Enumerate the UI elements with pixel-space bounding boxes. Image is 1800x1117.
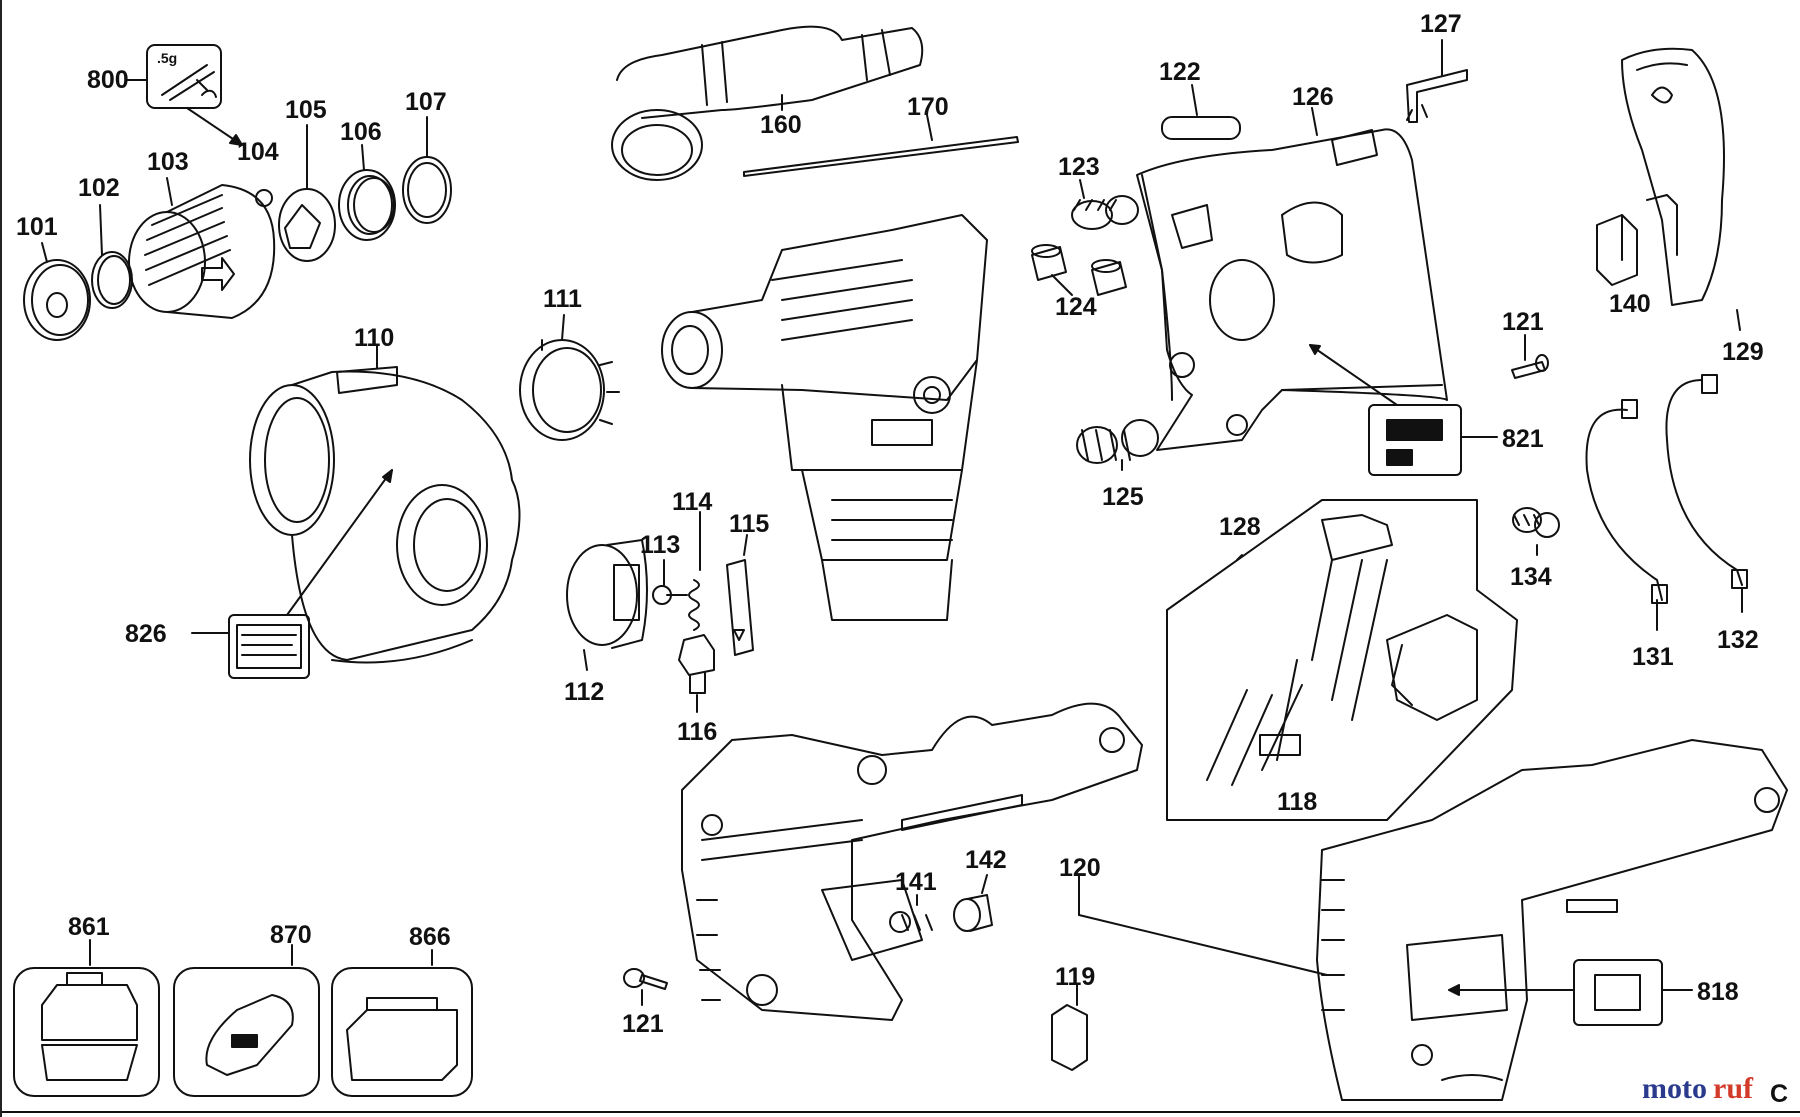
part-141-spring [889,894,933,933]
part-818-label [1448,959,1693,1026]
part-134-spring [1512,507,1560,556]
callout-121a: 121 [1502,308,1544,336]
callout-122: 122 [1159,58,1201,86]
callout-826: 826 [125,620,167,648]
callout-101: 101 [16,213,58,241]
callout-126: 126 [1292,83,1334,111]
part-107-ring [402,116,452,224]
part-113-pin [652,559,688,605]
callout-103: 103 [147,148,189,176]
callout-114: 114 [672,488,712,516]
callout-121b: 121 [622,1010,664,1038]
part-116-actuator [678,634,715,713]
callout-127: 127 [1420,10,1462,38]
callout-105: 105 [285,96,327,124]
watermark-corner: C [1770,1080,1788,1108]
part-861-case [13,939,160,1097]
callout-821: 821 [1502,425,1544,453]
callout-113: 113 [640,531,680,559]
part-132-wire [1665,374,1748,613]
callout-132: 132 [1717,626,1759,654]
part-120-left-housing [681,702,1143,1021]
callout-170: 170 [907,93,949,121]
part-106-ring [338,144,396,241]
right-housing-half [1316,739,1788,1101]
part-122-pad [1161,84,1241,140]
callout-120: 120 [1059,854,1101,882]
part-127-clip [1406,39,1468,123]
callout-800: 800 [87,66,129,94]
part-110-front-housing [249,344,521,664]
part-120-leader-b [1078,914,1328,976]
callout-125: 125 [1102,483,1144,511]
callout-131: 131 [1632,643,1674,671]
part-119-clip [1051,984,1088,1071]
watermark-part1: moto [1642,1072,1707,1105]
callout-134: 134 [1510,563,1552,591]
part-114-spring [688,511,701,631]
part-870-charger [173,944,320,1097]
callout-115: 115 [729,510,769,538]
callout-870: 870 [270,921,312,949]
callout-102: 102 [78,174,120,202]
callout-124: 124 [1055,293,1097,321]
part-126-motor-housing [1136,107,1448,451]
part-111-ring [519,314,620,441]
callout-112: 112 [564,678,604,706]
part-124-bushings [1031,244,1127,296]
part-115-slider [726,534,754,656]
callout-116: 116 [677,718,717,746]
part-112-knob [566,539,648,671]
part-102-oring [91,204,133,309]
callout-111: 111 [543,285,582,313]
part-160-side-handle [611,25,924,181]
part-866-battery [331,949,473,1097]
part-103-chuck-sleeve [128,177,276,319]
callout-123: 123 [1058,153,1100,181]
callout-861: 861 [68,913,110,941]
callout-140: 140 [1609,290,1651,318]
callout-107: 107 [405,88,447,116]
part-125-spring [1076,419,1159,471]
part-123-spring [1071,179,1139,230]
watermark-part2: ruf [1713,1072,1754,1105]
callout-141: 141 [895,868,937,896]
part-129-rear-handle [1621,47,1741,331]
part-821-label [1309,344,1498,476]
callout-106: 106 [340,118,382,146]
part-104-ball [255,189,273,207]
part-131-wire [1585,399,1668,631]
callout-labels: 800 104 105 106 107 101 102 103 110 111 … [16,10,1764,1038]
part-101-washer [23,242,91,341]
watermark: moto ruf C [1642,1072,1788,1108]
part-121-screw-top [1511,334,1549,379]
callout-818: 818 [1697,978,1739,1006]
callout-128: 128 [1219,513,1261,541]
part-800-grease-kit: .5g [126,44,243,146]
grease-label: .5g [157,50,177,66]
part-128-switch-assembly [1166,499,1518,821]
callout-118: 118 [1277,788,1317,816]
callout-104: 104 [237,138,279,166]
part-140-block [1596,214,1638,286]
central-gearbox-assembly [661,214,988,621]
callout-129: 129 [1722,338,1764,366]
callout-160: 160 [760,111,802,139]
part-142-bushing [953,874,993,932]
part-826-label [191,469,393,679]
callout-110: 110 [354,324,394,352]
part-170-depth-rod [743,114,1019,177]
callout-119: 119 [1055,963,1095,991]
callout-866: 866 [409,923,451,951]
part-105-guide [278,124,336,262]
part-121-screw-bottom [623,968,668,1006]
callout-142: 142 [965,846,1007,874]
